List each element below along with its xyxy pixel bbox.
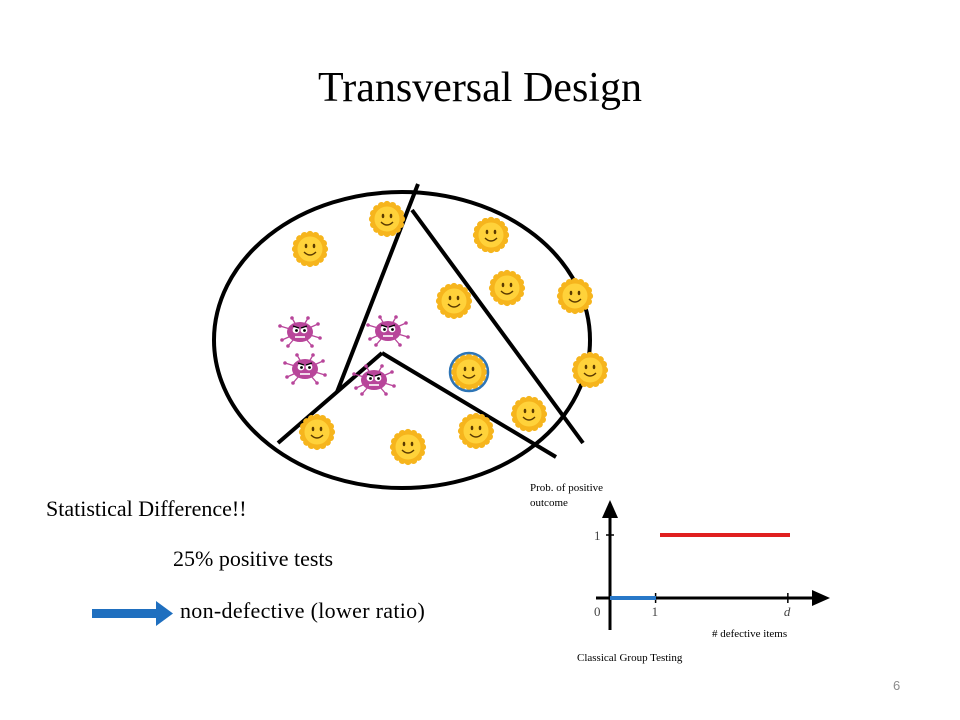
y-axis-arrowhead (602, 500, 618, 518)
virus-smiley-icon (448, 351, 490, 393)
bacteria-icon (366, 315, 410, 347)
virus-smiley-icon (510, 395, 548, 433)
x-tick-label: d (784, 604, 791, 619)
virus-smiley-icon (298, 413, 336, 451)
bacteria-icon (283, 353, 327, 385)
y-tick-label: 1 (594, 528, 601, 543)
slide-title: Transversal Design (318, 65, 642, 111)
virus-smiley-icon (457, 412, 495, 450)
graph-y-axis-label: Prob. of positive outcome (530, 482, 604, 509)
bacteria-icon (352, 364, 396, 396)
highlight-ring (448, 351, 490, 393)
virus-smiley-icon (571, 351, 609, 389)
graph-x-axis-label: # defective items (712, 628, 788, 640)
virus-smiley-icon (291, 230, 329, 268)
virus-smiley-icon (556, 277, 594, 315)
bacteria-icon (278, 316, 322, 348)
page-number: 6 (893, 678, 901, 693)
x-tick-label: 0 (594, 604, 601, 619)
non-defective-text: non-defective (lower ratio) (180, 598, 426, 623)
partition-line (276, 351, 384, 445)
partition-line (380, 351, 558, 459)
group-testing-graph: 1 0 1 d (594, 500, 830, 630)
virus-smiley-icon (472, 216, 510, 254)
graph-caption: Classical Group Testing (577, 652, 683, 664)
virus-smiley-icon (435, 282, 473, 320)
x-axis-arrowhead (812, 590, 830, 606)
partition-line (410, 208, 585, 445)
right-arrow-icon (92, 601, 173, 626)
percent-positive-text: 25% positive tests (173, 546, 334, 571)
population-ellipse (212, 190, 592, 490)
virus-smiley-icon (389, 428, 427, 466)
statistical-difference-text: Statistical Difference!! (46, 496, 247, 521)
x-tick-label: 1 (652, 604, 659, 619)
virus-smiley-icon (488, 269, 526, 307)
virus-smiley-icon (368, 200, 406, 238)
